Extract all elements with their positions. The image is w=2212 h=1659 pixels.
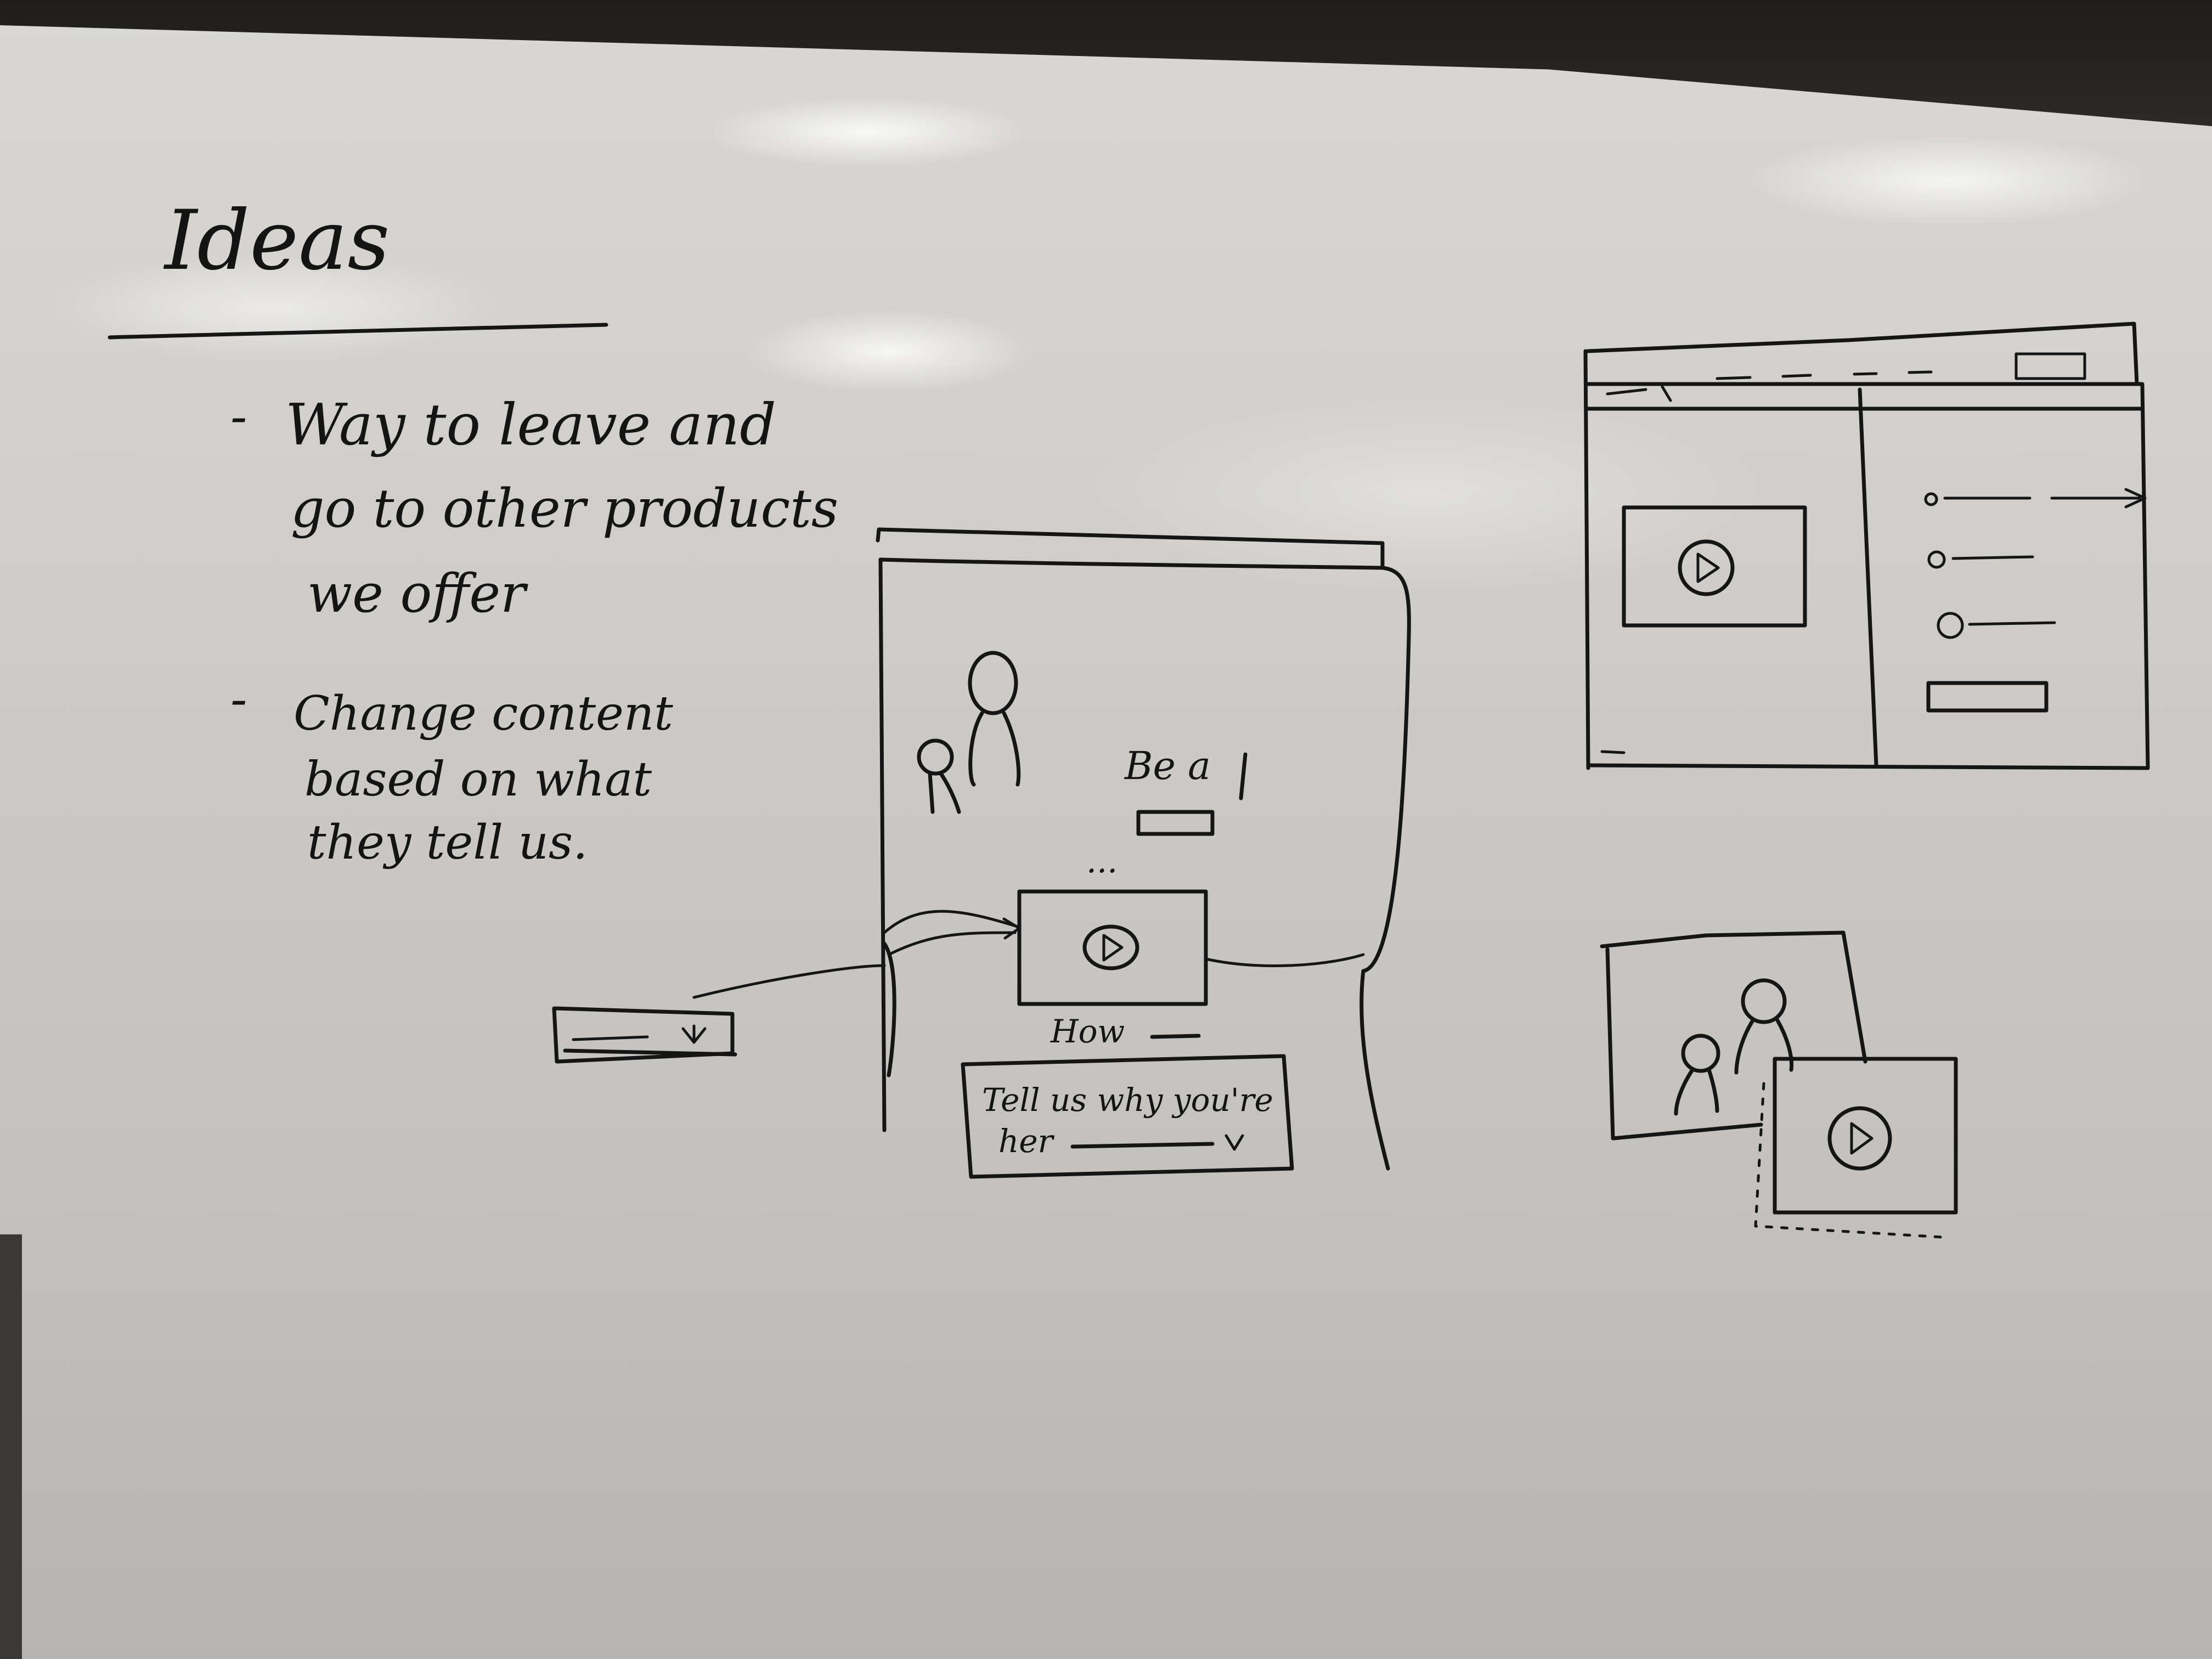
desktop-sketch [1583,321,2150,770]
address-bar-dashes [1716,370,1933,380]
browser-top-chrome [1586,321,2139,386]
phone-sketch: Be a ... How Tell us why you're her [876,527,1411,1179]
phone-lower-right-edge [1359,969,1390,1171]
card-stack-sketch [1600,930,1958,1239]
video-connector-line [1204,953,1365,967]
card-front-video [1773,1057,1958,1215]
play-triangle [1850,1122,1874,1155]
card-back-edges [1605,947,1763,1141]
bullet-1-dash: - [230,388,247,445]
card-back-top [1600,930,1867,1064]
dropdown-sketch [552,964,886,1064]
bullet-2-line-2: based on what [304,752,652,807]
desktop-submit-button [1926,681,2049,713]
dropdown-connector-line [692,964,886,999]
dropdown-bottom-shadow [563,1048,737,1057]
play-triangle [1102,934,1124,962]
caption-line [1150,1034,1201,1039]
bullet-1-line-2: go to other products [291,478,838,539]
footer-scribble [1600,750,1626,754]
phone-video-box [1017,889,1208,1006]
bullet-1-line-3: we offer [307,563,528,624]
bullet-2-dash: - [230,670,247,728]
play-icon [1827,1106,1892,1171]
dropdown-chevron-icon [1224,1134,1244,1151]
phone-top-bezel [876,527,1385,570]
form-line-1: Tell us why you're [982,1081,1273,1119]
ideas-notes: Ideas - Way to leave and go to other pro… [108,193,838,870]
bullet-2-line-3: they tell us. [307,815,588,870]
option-line [1951,555,2034,560]
arrow-right-icon [883,910,1021,934]
play-icon [1082,924,1139,970]
browser-frame [1586,382,2150,770]
phone-dots: ... [1086,842,1118,881]
ideas-heading: Ideas [163,193,390,289]
phone-lower-left-edge [882,941,896,1077]
browser-tab-button [2015,352,2086,380]
option-line [1968,621,2056,626]
whiteboard-frame-left [0,1234,22,1659]
phone-right-edge [878,557,1411,973]
bullet-2-line-1: Change content [294,686,673,741]
form-line-2: her [998,1122,1055,1160]
dropdown-text-line [572,1035,649,1041]
play-icon [1678,539,1735,596]
heading-underline [108,323,608,340]
person-figure-icon [1674,978,1794,1116]
browser-split-divider [1858,387,1878,768]
phone-banner-text: Be a [1124,743,1211,788]
browser-left-edge [1583,349,1590,770]
phone-form-box [961,1054,1294,1179]
card-shadow-hatching [1754,1082,1944,1239]
form-input-line [1070,1142,1215,1149]
arrow-head [1002,917,1021,940]
play-triangle [1696,552,1720,583]
arrow-right-icon [2050,488,2147,509]
radio-option [1924,492,1938,506]
radio-option [1937,612,1964,639]
radio-option [1927,550,1946,569]
back-nav-icon [1606,385,1672,402]
cursor-mark [1239,752,1248,800]
phone-caption: How [1050,1013,1125,1050]
phone-left-edge [878,557,887,1132]
person-figure-icon [917,651,1021,814]
phone-cta-button [1136,810,1215,836]
arrow-right-icon [887,931,1017,956]
bullet-1-line-1: Way to leave and [285,391,776,458]
desktop-video-box [1622,505,1807,628]
